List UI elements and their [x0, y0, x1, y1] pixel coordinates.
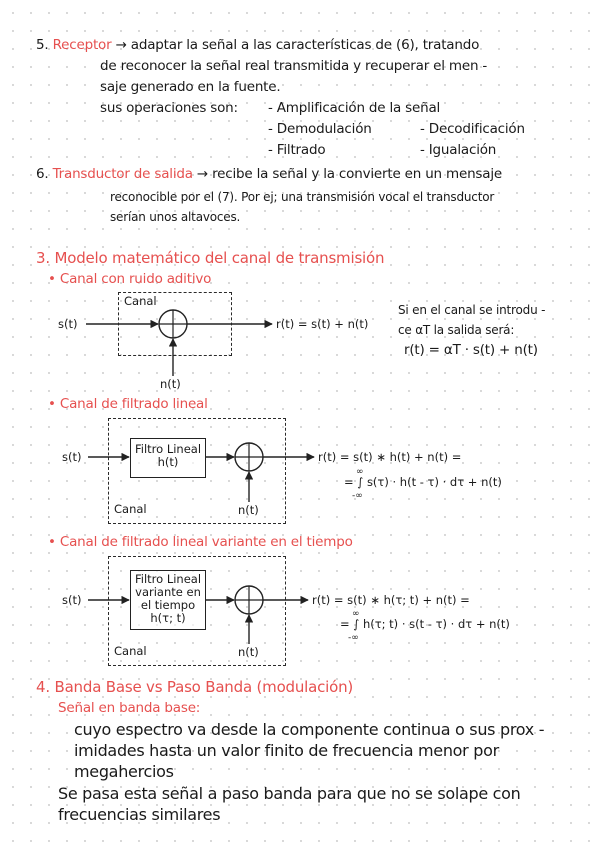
section4-heading: 4. Banda Base vs Paso Banda (modulación): [36, 678, 354, 696]
canal2-dashed-box: [108, 418, 286, 524]
canal2-int-top: ∞: [356, 467, 364, 477]
canal1-input: s(t): [58, 317, 78, 331]
canal1-title: • Canal con ruido aditivo: [48, 271, 212, 287]
section6-line2: reconocible por el (7). Por ej; una tran…: [110, 190, 495, 204]
canal3-output: r(t) = s(t) ∗ h(τ; t) + n(t) =: [312, 593, 470, 607]
canal1-note1: Si en el canal se introdu -: [398, 303, 546, 317]
canal3-input: s(t): [62, 593, 82, 607]
canal1-box-label: Canal: [124, 294, 157, 308]
section4-sub: Señal en banda base:: [58, 700, 201, 716]
section5-number: 5.: [36, 37, 49, 53]
section5-heading: 5. Receptor → adaptar la señal a las car…: [36, 37, 479, 53]
section4-p2b: frecuencias similares: [58, 805, 221, 824]
canal2-title: • Canal de filtrado lineal: [48, 396, 208, 412]
canal3-title: • Canal de filtrado lineal variante en e…: [48, 534, 353, 550]
section5-op4: - Filtrado: [268, 142, 326, 158]
section5-term: Receptor: [52, 37, 112, 53]
section4-p2a: Se pasa esta señal a paso banda para que…: [58, 784, 521, 803]
canal3-int-top: ∞: [352, 609, 360, 619]
section5-op5: - Igualación: [420, 142, 497, 158]
canal3-dashed-box: [108, 556, 286, 666]
canal2-filter-label1: Filtro Lineal: [134, 442, 202, 456]
canal2-input: s(t): [62, 450, 82, 464]
canal1-noise: n(t): [160, 377, 181, 391]
section5-line1: → adaptar la señal a las características…: [115, 37, 480, 53]
section5-op3: - Decodificación: [420, 121, 525, 137]
canal2-filter-box: Filtro Lineal h(t): [130, 438, 206, 478]
section6-line3: serían unos altavoces.: [110, 210, 241, 224]
section4-p1b: imidades hasta un valor finito de frecue…: [74, 741, 499, 760]
canal3-box-label: Canal: [114, 644, 147, 658]
section5-line3: saje generado en la fuente.: [100, 79, 281, 95]
canal3-filter-label4: h(τ; t): [150, 611, 186, 625]
section6-line1: → recibe la señal y la convierte en un m…: [196, 166, 502, 182]
section6-number: 6.: [36, 166, 49, 182]
section3-heading: 3. Modelo matemático del canal de transm…: [36, 249, 385, 267]
section6-heading: 6. Transductor de salida → recibe la señ…: [36, 166, 502, 182]
canal3-filter-label2: variante en: [135, 585, 201, 599]
section4-p1a: cuyo espectro va desde la componente con…: [74, 720, 545, 739]
canal1-note3: r(t) = αT · s(t) + n(t): [404, 342, 538, 358]
section6-term: Transductor de salida: [52, 166, 193, 182]
canal3-filter-label3: el tiempo: [140, 598, 196, 612]
canal2-filter-label2: h(t): [157, 455, 179, 469]
canal1-output: r(t) = s(t) + n(t): [276, 317, 369, 331]
canal3-filter-box: Filtro Lineal variante en el tiempo h(τ;…: [130, 570, 206, 630]
canal2-int-bottom: -∞: [352, 491, 363, 501]
section5-op1: - Amplificación de la señal: [268, 100, 441, 116]
section5-line2: de reconocer la señal real transmitida y…: [100, 58, 488, 74]
canal3-noise: n(t): [238, 645, 259, 659]
canal2-output: r(t) = s(t) ∗ h(t) + n(t) =: [318, 450, 462, 464]
canal3-output2: = ∫ h(τ; t) · s(t - τ) · dτ + n(t): [340, 617, 510, 631]
canal2-noise: n(t): [238, 503, 259, 517]
section4-p1c: megahercios: [74, 762, 174, 781]
canal2-output2: = ∫ s(τ) · h(t - τ) · dτ + n(t): [344, 475, 502, 489]
canal2-box-label: Canal: [114, 502, 147, 516]
canal1-note2: ce αT la salida será:: [398, 323, 515, 337]
canal3-int-bottom: -∞: [348, 633, 359, 643]
canal3-filter-label1: Filtro Lineal: [134, 572, 202, 586]
section5-op2: - Demodulación: [268, 121, 372, 137]
section5-ops-intro: sus operaciones son:: [100, 100, 238, 116]
